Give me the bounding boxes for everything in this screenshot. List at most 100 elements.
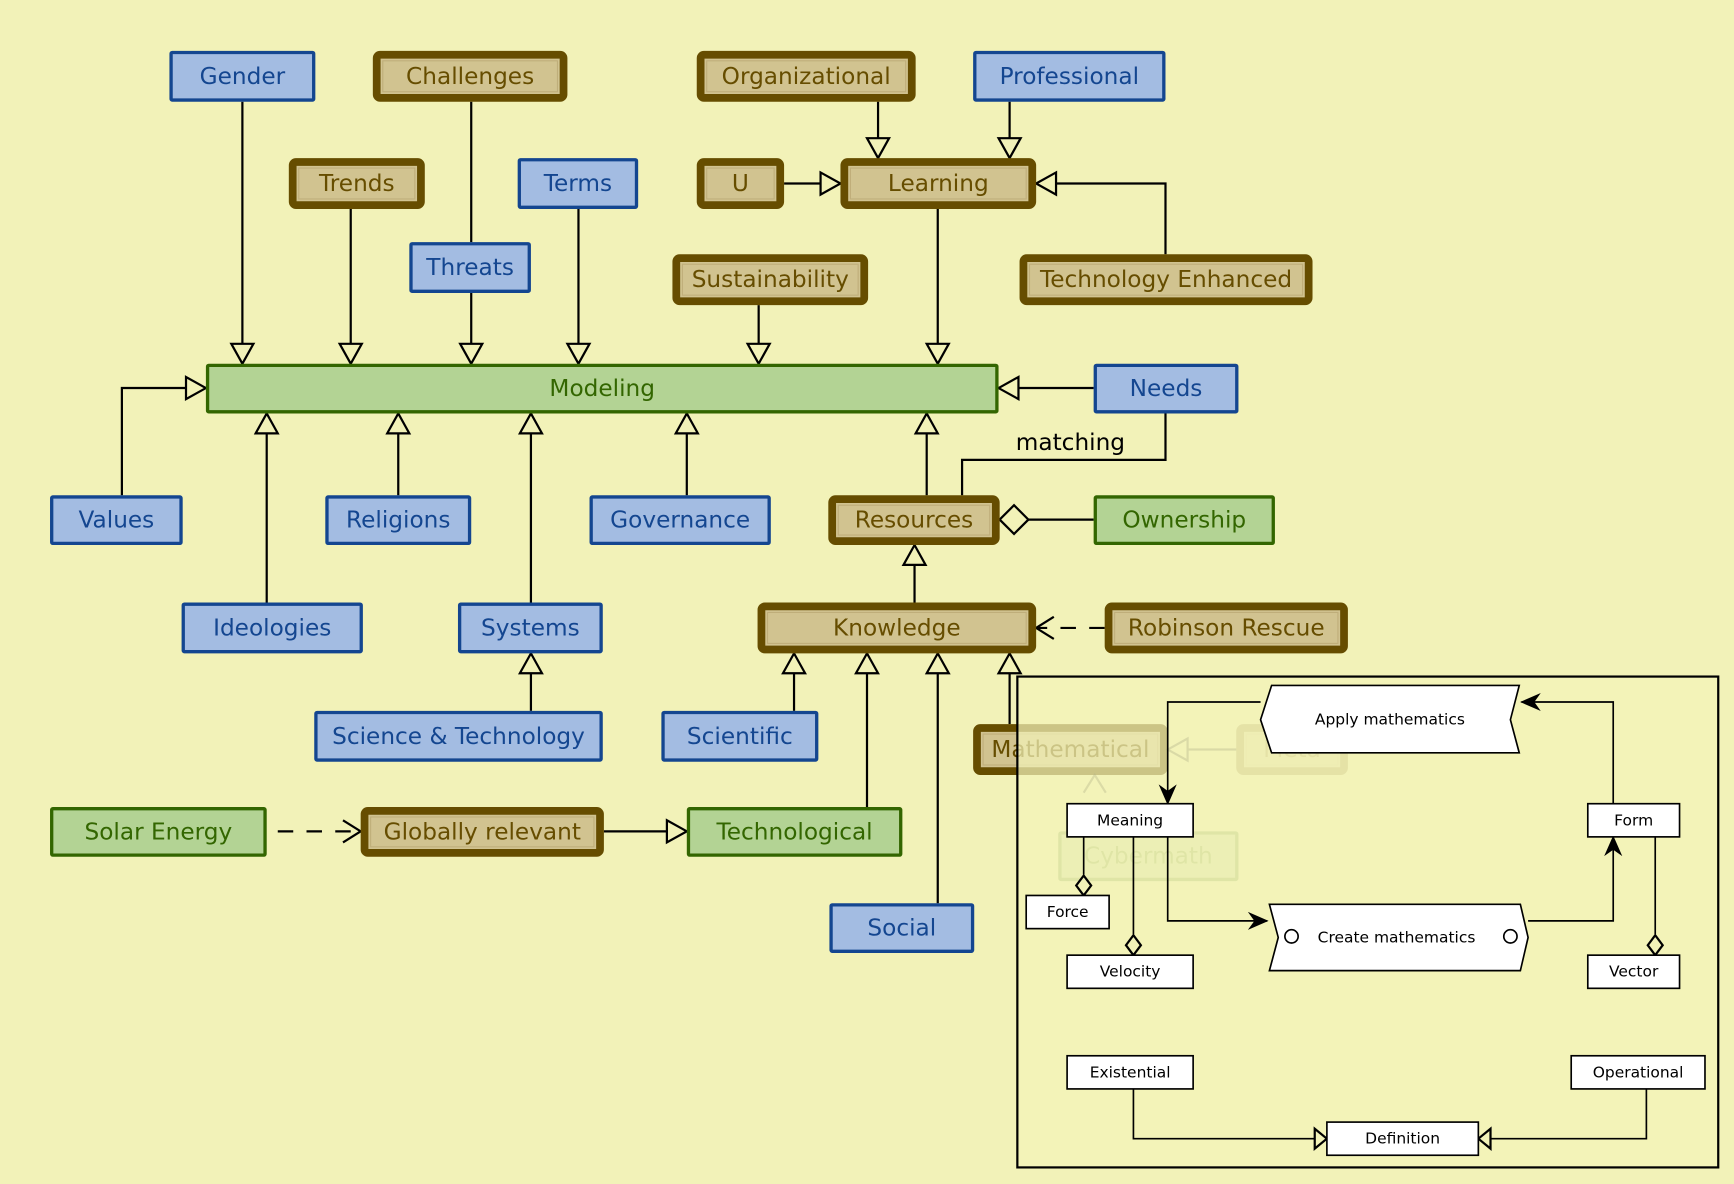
inset-node-velocity[interactable]: Velocity xyxy=(1066,954,1194,990)
node-religions[interactable]: Religions xyxy=(325,495,472,546)
edge-terms xyxy=(565,208,592,366)
filled-arrowhead-icon xyxy=(1158,784,1177,806)
node-label: Knowledge xyxy=(833,614,961,641)
node-box xyxy=(325,495,472,546)
node-inner-border xyxy=(766,611,1027,644)
node-label: Ownership xyxy=(1122,507,1246,534)
node-sustainability[interactable]: Sustainability xyxy=(672,254,869,306)
edge-science-technology xyxy=(517,651,544,711)
node-governance[interactable]: Governance xyxy=(589,495,771,546)
node-label: Resources xyxy=(855,507,974,534)
node-inner-border xyxy=(370,816,595,848)
node-learning[interactable]: Learning xyxy=(840,158,1037,209)
generalization-arrowhead-icon xyxy=(924,651,951,675)
edge-scientific xyxy=(781,651,807,711)
node-needs[interactable]: Needs xyxy=(1093,363,1239,414)
node-systems[interactable]: Systems xyxy=(457,602,603,654)
node-resources[interactable]: Resources xyxy=(828,495,1000,546)
node-inner-border xyxy=(837,504,991,536)
port-out-icon xyxy=(1502,928,1518,944)
node-label: Trends xyxy=(318,170,395,197)
node-gender[interactable]: Gender xyxy=(169,50,316,102)
generalization-arrowhead-icon xyxy=(385,411,412,435)
node-ideologies[interactable]: Ideologies xyxy=(181,602,363,654)
node-inner-border xyxy=(1114,611,1339,644)
edge-u xyxy=(784,170,843,197)
inset-node-existential[interactable]: Existential xyxy=(1066,1054,1194,1090)
edge-gender xyxy=(229,101,256,366)
edge-threats xyxy=(458,292,485,366)
node-inner-border xyxy=(849,167,1027,200)
node-challenges[interactable]: Challenges xyxy=(372,50,568,102)
process-label: Apply mathematics xyxy=(1315,711,1465,729)
node-box xyxy=(169,50,316,102)
inset-node-meaning[interactable]: Meaning xyxy=(1066,802,1194,838)
node-box xyxy=(696,158,785,209)
process-create-mathematics[interactable]: Create mathematics xyxy=(1268,903,1529,972)
node-box xyxy=(314,710,603,762)
filled-arrowhead-icon xyxy=(1247,911,1269,930)
generalization-arrowhead-icon xyxy=(1313,1126,1329,1151)
node-label: Vector xyxy=(1609,963,1659,981)
node-organizational[interactable]: Organizational xyxy=(696,50,916,102)
edge-technological xyxy=(854,651,880,808)
generalization-arrowhead-icon xyxy=(913,411,940,435)
node-box xyxy=(457,602,603,654)
node-terms[interactable]: Terms xyxy=(517,158,639,209)
node-label: Modeling xyxy=(549,375,655,402)
generalization-arrowhead-icon xyxy=(781,651,807,675)
node-technology-enhanced[interactable]: Technology Enhanced xyxy=(1019,254,1313,306)
node-threats[interactable]: Threats xyxy=(409,242,531,293)
node-solar-energy[interactable]: Solar Energy xyxy=(50,807,267,857)
node-label: Form xyxy=(1614,811,1653,829)
aggregation-diamond-icon xyxy=(1646,933,1665,958)
node-label: Social xyxy=(867,915,936,942)
process-apply-mathematics[interactable]: Apply mathematics xyxy=(1259,684,1521,754)
node-box xyxy=(696,50,916,102)
inset-node-definition[interactable]: Definition xyxy=(1326,1121,1480,1157)
node-label: Threats xyxy=(425,254,514,281)
node-science-technology[interactable]: Science & Technology xyxy=(314,710,603,762)
connector-line xyxy=(960,413,1167,496)
edge-social xyxy=(924,651,951,904)
node-inner-border xyxy=(298,167,416,200)
node-box xyxy=(973,50,1166,102)
node-label: U xyxy=(732,170,749,197)
edge-label-matching: matching xyxy=(1016,429,1125,456)
generalization-arrowhead-icon xyxy=(745,342,772,366)
node-professional[interactable]: Professional xyxy=(973,50,1166,102)
inset-node-form[interactable]: Form xyxy=(1586,802,1681,838)
node-label: Scientific xyxy=(687,723,793,750)
edge-values xyxy=(120,375,209,496)
node-ownership[interactable]: Ownership xyxy=(1093,495,1275,546)
node-technological[interactable]: Technological xyxy=(686,807,903,857)
aggregation-diamond-icon xyxy=(1124,933,1143,958)
node-box xyxy=(840,158,1037,209)
node-knowledge[interactable]: Knowledge xyxy=(757,602,1037,654)
node-label: Globally relevant xyxy=(384,818,581,845)
node-box xyxy=(1093,495,1275,546)
generalization-arrowhead-icon xyxy=(517,411,544,435)
node-modeling[interactable]: Modeling xyxy=(205,363,999,414)
node-label: Terms xyxy=(543,170,612,197)
node-inner-border xyxy=(706,60,907,93)
node-box xyxy=(360,807,604,857)
node-label: Values xyxy=(78,507,154,534)
inset-node-vector[interactable]: Vector xyxy=(1586,954,1681,990)
node-box xyxy=(828,495,1000,546)
node-robinson-rescue[interactable]: Robinson Rescue xyxy=(1104,602,1348,654)
inset-node-operational[interactable]: Operational xyxy=(1570,1054,1706,1090)
node-box xyxy=(205,363,999,414)
node-u[interactable]: U xyxy=(696,158,785,209)
inset-node-force[interactable]: Force xyxy=(1025,894,1110,930)
node-label: Professional xyxy=(1000,63,1139,90)
node-globally-relevant[interactable]: Globally relevant xyxy=(360,807,604,857)
node-values[interactable]: Values xyxy=(50,495,183,546)
node-social[interactable]: Social xyxy=(829,903,975,953)
node-label: Operational xyxy=(1593,1063,1684,1081)
node-trends[interactable]: Trends xyxy=(288,158,425,209)
node-box xyxy=(372,50,568,102)
node-scientific[interactable]: Scientific xyxy=(661,710,819,762)
node-box xyxy=(409,242,531,293)
